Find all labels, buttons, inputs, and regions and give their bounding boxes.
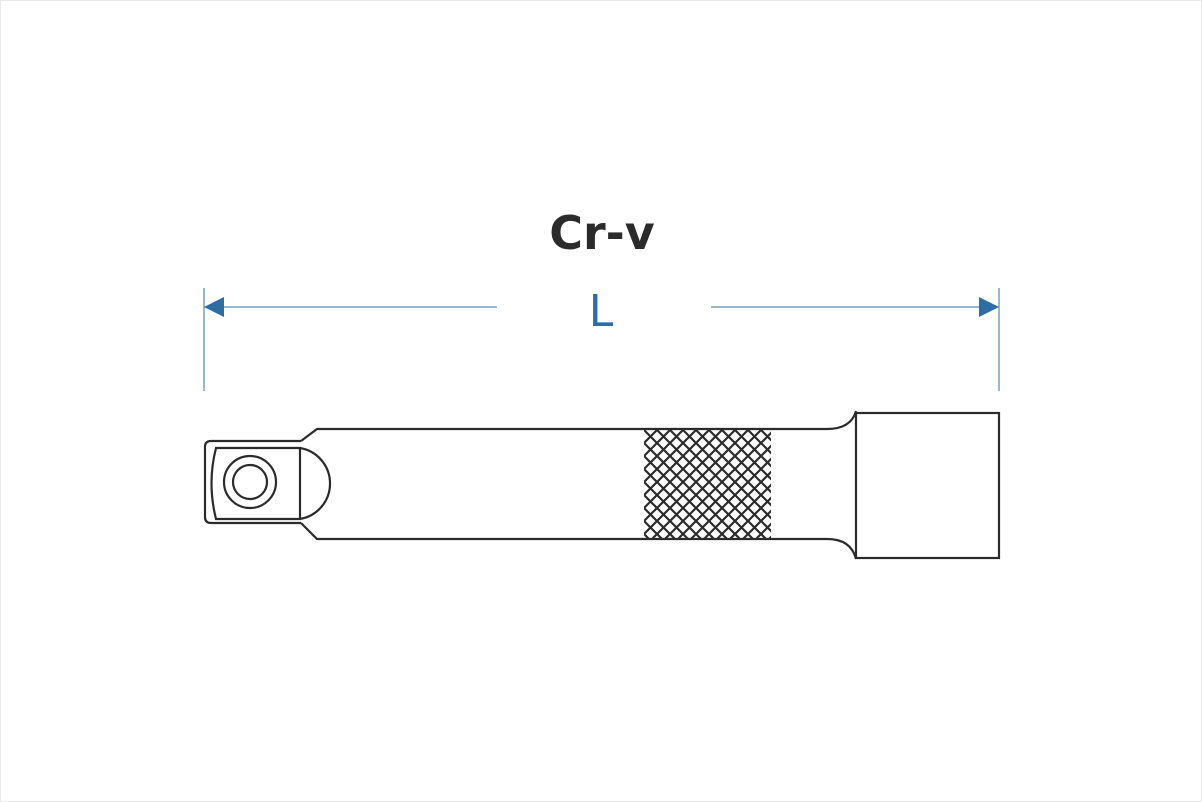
arrow-right-icon bbox=[979, 297, 999, 317]
dimension-line bbox=[203, 288, 1000, 391]
arrow-left-icon bbox=[204, 297, 224, 317]
material-title: Cr-v bbox=[549, 206, 655, 260]
ball-detent-inner bbox=[231, 463, 269, 501]
knurled-grip bbox=[644, 430, 771, 539]
bar-outline bbox=[203, 410, 1001, 560]
length-label: L bbox=[588, 286, 614, 337]
socket-end bbox=[854, 411, 1001, 560]
ball-detent-outer bbox=[222, 454, 278, 510]
